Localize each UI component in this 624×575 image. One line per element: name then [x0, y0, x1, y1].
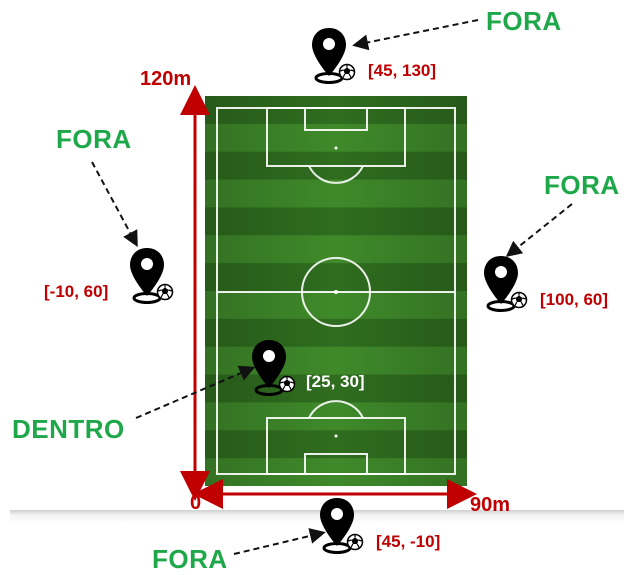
coord-label-top: [45, 130] [368, 61, 437, 80]
coord-label-left: [-10, 60] [44, 282, 109, 301]
soccer-field [205, 96, 467, 486]
map-pin-icon [250, 338, 296, 396]
goal-area-top [304, 107, 368, 131]
x-max-label: 90m [470, 494, 511, 516]
penalty-arc-bottom [308, 400, 364, 419]
origin-label: 0 [190, 492, 202, 514]
status-label-left: FORA [56, 124, 132, 154]
pointer-arrow-bottom [233, 528, 326, 555]
penalty-arc-top [308, 165, 364, 184]
pointer-arrow-right [505, 203, 573, 257]
coord-label-inside: [25, 30] [306, 372, 365, 391]
map-pin-icon [318, 496, 364, 554]
pointer-arrow-top [352, 19, 479, 51]
coord-label-right: [100, 60] [540, 290, 609, 309]
center-spot [334, 290, 338, 294]
status-label-top: FORA [486, 6, 562, 36]
status-label-inside: DENTRO [12, 414, 125, 444]
map-pin-icon [128, 246, 174, 304]
field-markings [216, 107, 456, 475]
center-circle [301, 257, 371, 327]
pointer-arrow-inside [135, 365, 256, 419]
status-label-right: FORA [544, 170, 620, 200]
status-label-bottom: FORA [152, 544, 228, 574]
goal-area-bottom [304, 453, 368, 475]
map-pin-icon [482, 254, 528, 312]
map-pin-icon [310, 26, 356, 84]
penalty-spot-top [334, 146, 338, 150]
y-max-label: 120m [140, 68, 192, 90]
pointer-arrow-left [91, 161, 138, 248]
coord-label-bottom: [45, -10] [376, 532, 441, 551]
penalty-spot-bottom [334, 434, 338, 438]
